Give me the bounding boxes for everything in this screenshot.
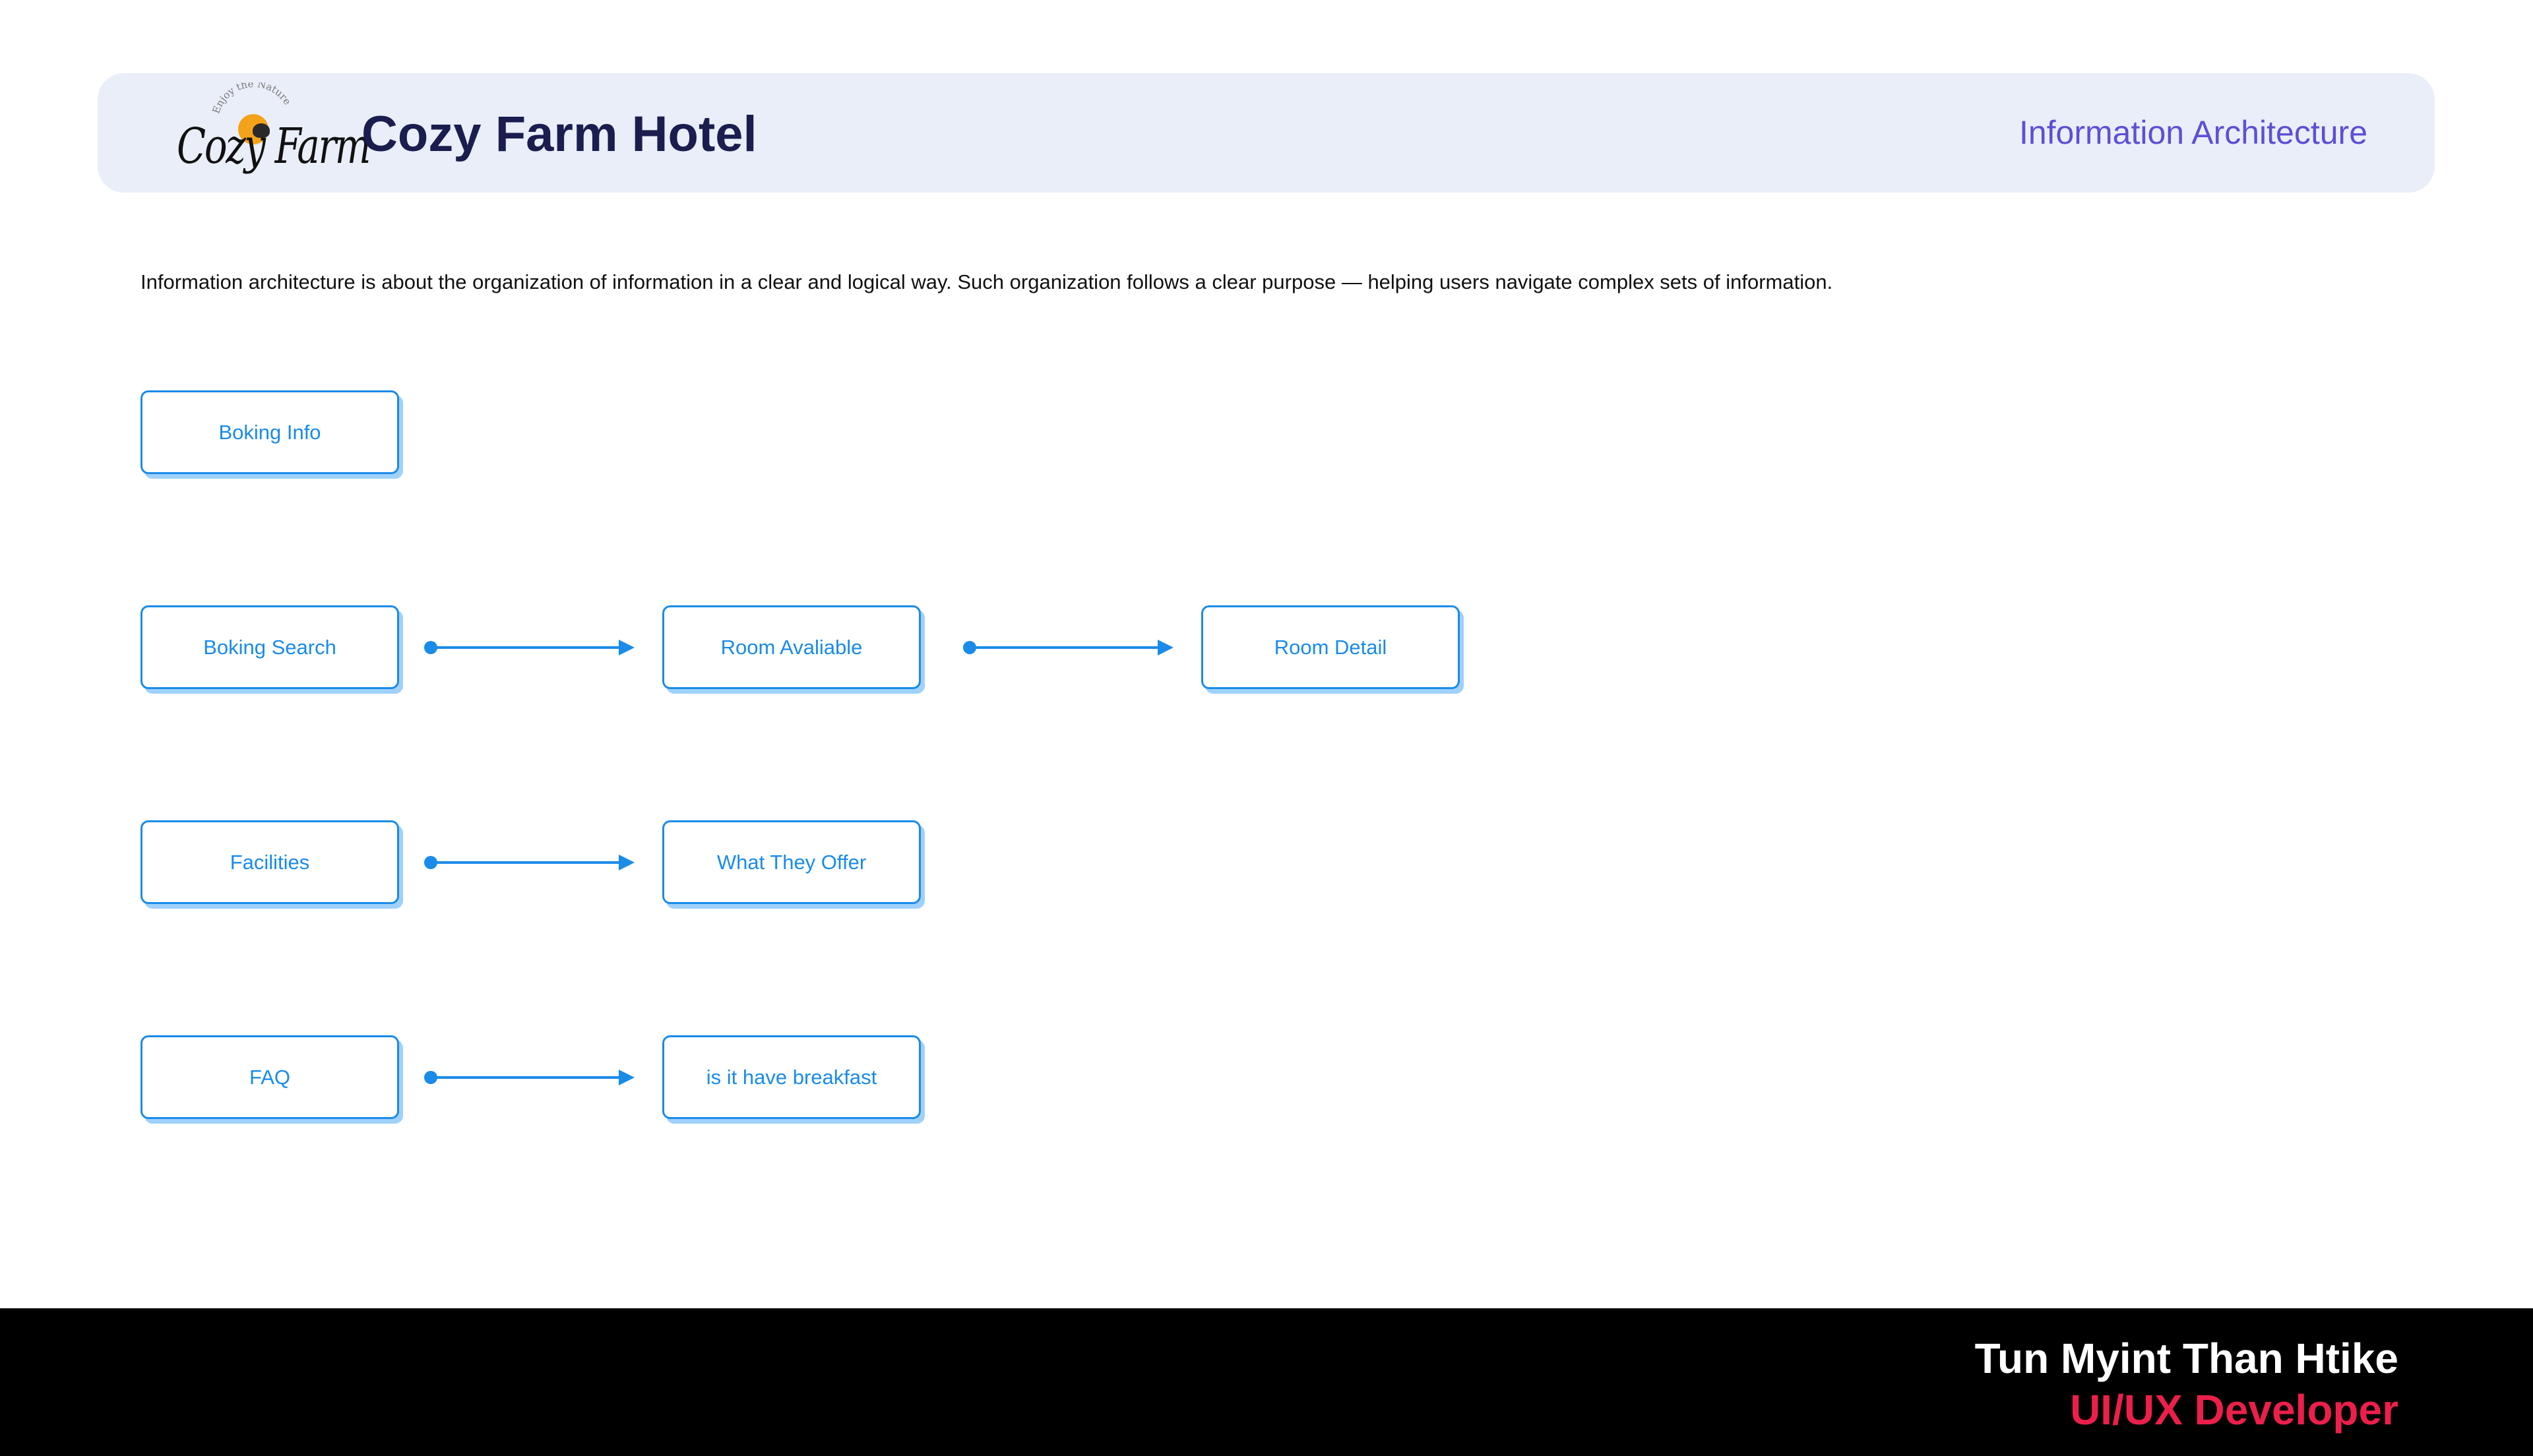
page-title: Cozy Farm Hotel [361,106,757,162]
node-breakfast: is it have breakfast [662,1035,921,1119]
svg-text:Enjoy the Nature: Enjoy the Nature [211,82,294,115]
node-faq: FAQ [141,1035,399,1119]
logo-wordmark: Cozy Farm [177,118,371,175]
node-what-they-offer: What They Offer [662,820,921,904]
section-title: Information Architecture [2018,114,2367,151]
intro-text: Information architecture is about the or… [141,270,1833,293]
node-room-detail: Room Detail [1201,605,1460,689]
bird-icon [253,123,270,138]
node-booking-info: Boking Info [141,390,399,474]
hotel-logo: Enjoy the Nature Cozy Farm [177,82,371,185]
author-name: Tun Myint Than Htike [1974,1335,2398,1382]
header-bar: Enjoy the Nature Cozy Farm Cozy Farm Hot… [98,73,2435,193]
edge-facilities-to-what-they-offer [424,855,635,870]
edge-faq-to-breakfast [424,1070,635,1085]
node-room-available: Room Avaliable [662,605,921,689]
author-role: UI/UX Developer [2070,1386,2398,1434]
edge-booking-search-to-room-available [424,640,635,655]
node-booking-search: Boking Search [141,605,399,689]
edge-room-available-to-room-detail [963,640,1173,655]
footer: Tun Myint Than Htike UI/UX Developer [0,1308,2533,1456]
node-facilities: Facilities [141,820,399,904]
logo-tagline: Enjoy the Nature [211,82,294,115]
